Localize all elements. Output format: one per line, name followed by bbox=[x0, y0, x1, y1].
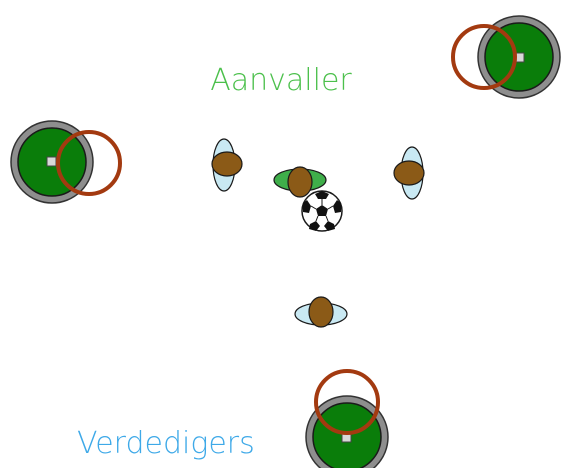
player-bottom bbox=[294, 296, 348, 328]
player-attacker bbox=[273, 166, 327, 198]
cone-target-top-right bbox=[451, 15, 561, 99]
defenders-label: Verdedigers bbox=[77, 426, 255, 461]
attacker-label: Aanvaller bbox=[210, 63, 352, 98]
player-right bbox=[393, 146, 425, 200]
soccer-ball-icon bbox=[301, 190, 343, 232]
player-left bbox=[211, 138, 243, 192]
cone-target-bottom bbox=[305, 369, 389, 468]
cone-target-left bbox=[10, 120, 122, 204]
